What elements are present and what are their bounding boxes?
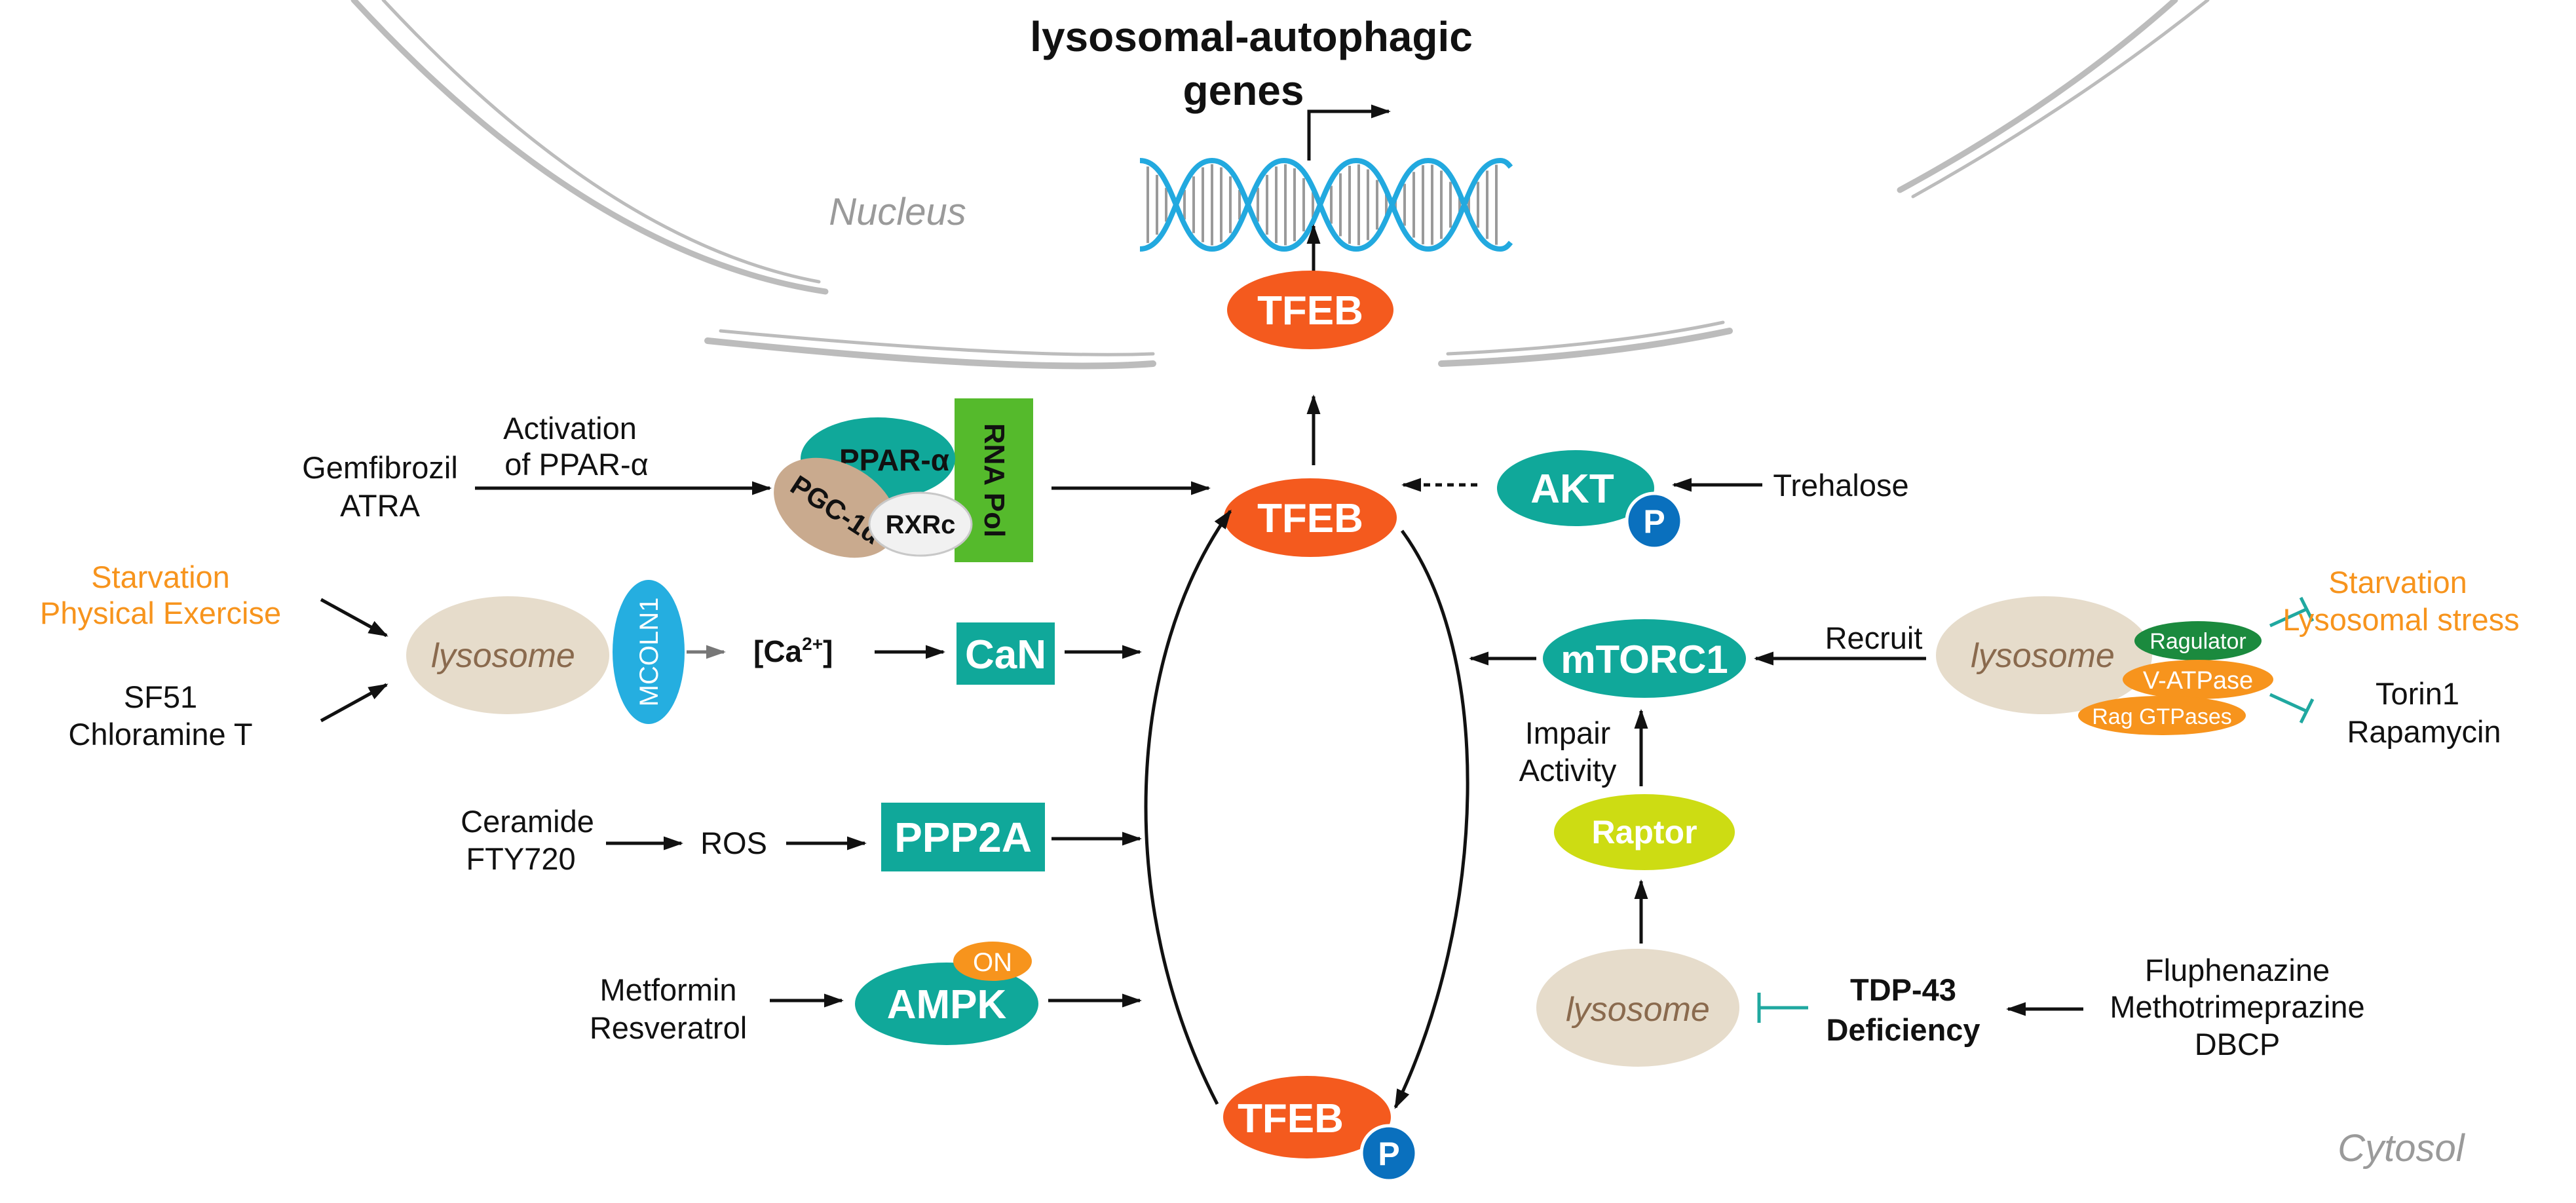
tfeb-phosphorylated-node [1223,1076,1391,1158]
chloramine-t-label: Chloramine T [68,717,252,752]
metformin-label: Metformin [600,972,737,1007]
akt-node [1497,450,1654,526]
ppp2a-node [881,803,1045,871]
akt-label: AKT [1530,467,1614,512]
pgc-1alpha-node [774,457,897,558]
lysosome-right-label: lysosome [1971,637,2115,675]
lysosome-bottom-label: lysosome [1566,991,1710,1029]
dephosphorylation-arc [1144,509,1232,1105]
torin1-inhibition-arrow [2269,693,2315,724]
phospho-badge-tfeb-label: P [1378,1136,1399,1172]
on-badge-label: ON [973,948,1012,977]
phospho-badge-akt-label: P [1643,503,1665,540]
transcription-start-arrow [1307,104,1391,161]
tdp43-label-line-2: Deficiency [1826,1012,1980,1047]
lysosome-left-node [406,596,609,714]
mcoln1-label: MCOLN1 [635,598,664,707]
tfeb-nuclear-node [1227,271,1393,349]
sf51-to-lysosome-arrow [320,683,388,723]
lysosomal-stress-label: Lysosomal stress [2282,602,2519,637]
starvation-right-label: Starvation [2328,565,2467,600]
tfeb-main-label: TFEB [1257,496,1363,541]
cytosol-label: Cytosol [2338,1127,2466,1170]
tfeb-phosphorylated-label: TFEB [1238,1096,1344,1141]
tdp43-inhibition-arrow [1757,993,1808,1023]
activation-label-line-2: of PPAR-α [504,447,649,482]
impair-label-line-1: Impair [1525,716,1611,750]
lysosome-left-label: lysosome [431,637,575,675]
ragulator-node [2134,621,2262,660]
impair-label-line-2: Activity [1519,753,1617,788]
dbcp-label: DBCP [2195,1027,2281,1061]
ampk-node [855,963,1038,1045]
methotrimeprazine-label: Methotrimeprazine [2110,989,2364,1024]
rxrc-label: RXRc [886,510,956,539]
starvation-to-lysosome-arrow [320,598,388,638]
phospho-badge-tfeb [1359,1124,1418,1183]
starvation-left-label: Starvation [91,560,230,594]
title-line-2: genes [1183,67,1304,114]
trehalose-label: Trehalose [1773,468,1908,503]
title-line-1: lysosomal-autophagic [1030,13,1473,60]
can-label: CaN [965,632,1046,678]
physical-exercise-label: Physical Exercise [40,596,281,630]
rna-pol-label: RNA Pol [978,423,1010,537]
ceramide-label: Ceramide [461,804,594,839]
lysosome-right-node [1936,596,2152,714]
ampk-label: AMPK [887,982,1007,1027]
fluphenazine-label: Fluphenazine [2145,953,2330,987]
tfeb-nuclear-label: TFEB [1257,288,1363,334]
on-badge [953,942,1032,981]
rag-gtpases-node [2078,696,2246,735]
atra-label: ATRA [340,488,421,523]
tdp43-label-line-1: TDP-43 [1850,972,1956,1007]
mtorc1-label: mTORC1 [1561,638,1728,681]
gemfibrozil-label: Gemfibrozil [302,450,458,485]
mcoln1-node [613,580,685,724]
calcium-label: [Ca2+] [753,634,833,668]
starvation-inhibition-arrow [2269,596,2315,628]
recruit-label: Recruit [1825,621,1923,655]
ros-label: ROS [700,826,767,860]
raptor-node [1554,794,1735,870]
ppp2a-label: PPP2A [894,814,1032,861]
mtorc1-node [1543,619,1746,698]
raptor-label: Raptor [1591,814,1697,850]
fty720-label: FTY720 [466,841,575,876]
v-atpase-label: V-ATPase [2143,667,2253,695]
rapamycin-label: Rapamycin [2347,714,2501,749]
can-node [957,622,1055,685]
phosphorylation-arc [1393,529,1469,1109]
nuclear-envelope [350,0,2210,370]
tfeb-main-node [1224,478,1397,557]
phospho-badge-akt [1625,491,1684,550]
ragulator-label: Ragulator [2150,629,2246,654]
v-atpase-node [2123,660,2273,699]
torin1-label: Torin1 [2376,676,2459,711]
resveratrol-label: Resveratrol [590,1010,747,1045]
nucleus-label: Nucleus [829,191,966,233]
dna-helix-icon [1139,157,1513,252]
lysosome-bottom-node [1536,949,1739,1067]
sf51-label: SF51 [124,679,197,714]
activation-label-line-1: Activation [503,411,637,446]
rag-gtpases-label: Rag GTPases [2092,704,2232,729]
rxrc-node [868,491,973,557]
